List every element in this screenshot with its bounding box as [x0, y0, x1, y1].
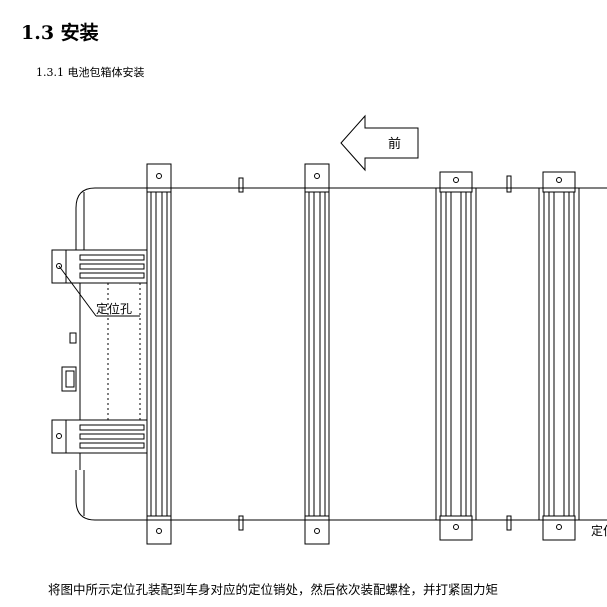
direction-label: 前	[388, 136, 401, 152]
front-direction-arrow: 前	[340, 114, 419, 172]
section-heading: 1.3 安装	[21, 22, 99, 44]
vertical-strap-4	[538, 171, 580, 541]
left-bracket-bottom	[51, 419, 148, 454]
left-bracket-top	[51, 249, 148, 284]
subsection-heading: 1.3.1 电池包箱体安装	[36, 66, 145, 79]
locator-hole-callout: 定位孔	[58, 265, 140, 317]
locator-hole-label-right: 定位	[591, 523, 607, 538]
vertical-strap-1	[146, 163, 172, 545]
instruction-paragraph: 将图中所示定位孔装配到车身对应的定位销处，然后依次装配螺栓，并打紧固力矩	[48, 582, 499, 597]
vertical-strap-3	[435, 171, 477, 541]
battery-pack-installation-drawing: 前 定位孔	[51, 114, 607, 545]
locator-hole-label: 定位孔	[96, 301, 132, 316]
edge-pins	[238, 175, 512, 531]
battery-box-outline	[61, 187, 607, 521]
vertical-strap-2	[304, 163, 330, 545]
